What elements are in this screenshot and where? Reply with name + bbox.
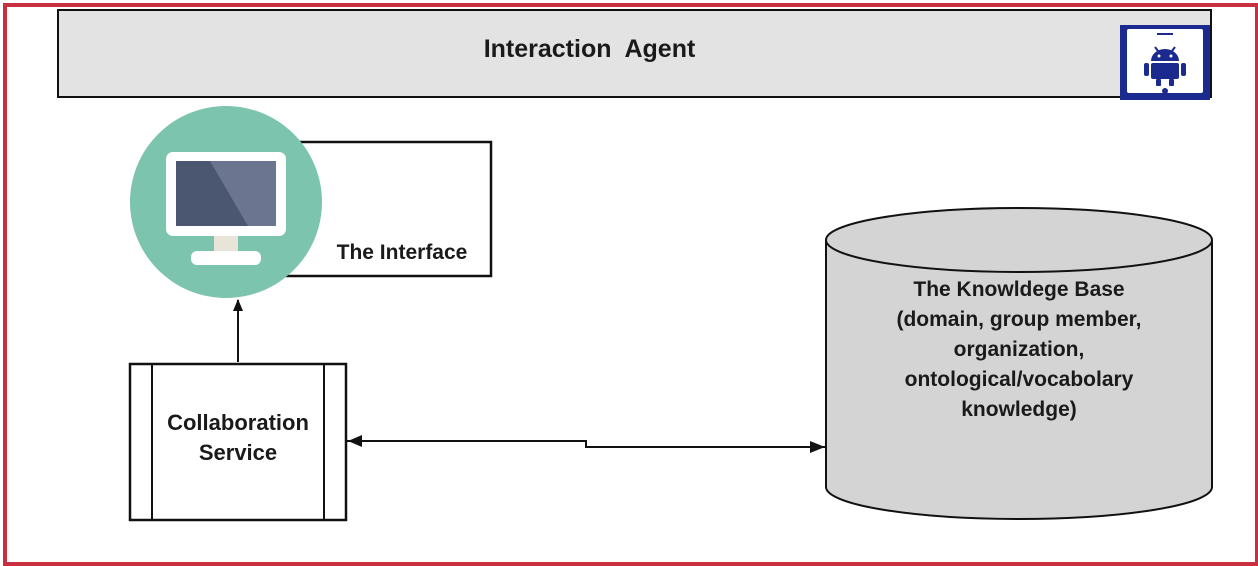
desktop-monitor-icon xyxy=(130,106,322,298)
knowledge-base-label-line5: knowledge) xyxy=(961,398,1077,421)
knowledge-base-label-line2: (domain, group member, xyxy=(896,308,1141,331)
outer-frame xyxy=(3,3,1258,566)
knowledge-base-node xyxy=(825,207,1213,520)
knowledge-base-label-line3: organization, xyxy=(954,338,1085,361)
interface-label: The Interface xyxy=(337,241,468,264)
collaboration-service-label-line2: Service xyxy=(199,440,277,465)
collaboration-service-label-line1: Collaboration xyxy=(167,410,309,435)
service-knowledge-base-connector xyxy=(346,435,826,453)
interaction-agent-title: Interaction Agent xyxy=(483,35,696,63)
knowledge-base-label-line4: ontological/vocabolary xyxy=(905,368,1134,391)
collaboration-service-node xyxy=(128,362,348,522)
knowledge-base-label-line1: The Knowldege Base xyxy=(913,278,1124,301)
interaction-agent-banner: Interaction Agent xyxy=(57,9,1212,100)
android-tablet-icon xyxy=(1120,25,1210,100)
